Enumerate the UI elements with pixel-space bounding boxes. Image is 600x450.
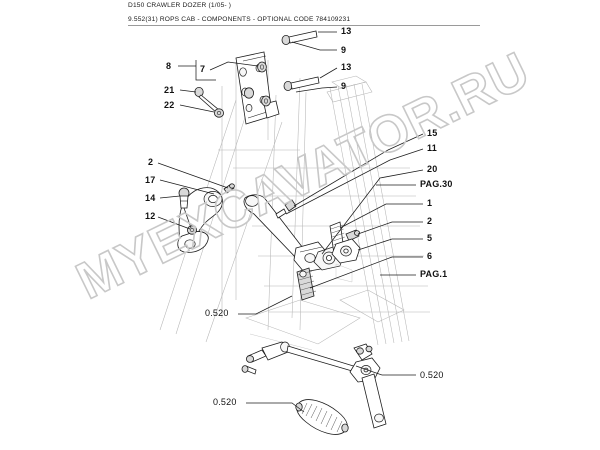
callout-7: 7 <box>200 64 206 74</box>
clip-part-5 <box>331 238 361 264</box>
callout-1: 1 <box>427 198 433 208</box>
leader-lines <box>157 31 424 413</box>
callout-pag-30: PAG.30 <box>420 179 453 189</box>
nut-12 <box>186 225 197 235</box>
dimension-0520-right: 0.520 <box>420 370 444 380</box>
callout-13-lower: 13 <box>341 62 352 72</box>
callout-17: 17 <box>145 175 156 185</box>
callout-14: 14 <box>145 193 156 203</box>
bolt-17 <box>223 183 235 194</box>
callout-15: 15 <box>427 128 438 138</box>
callout-13-upper: 13 <box>341 26 352 36</box>
bracket-part-6 <box>296 267 317 301</box>
bolt-21 <box>194 87 220 114</box>
callout-8: 8 <box>166 61 172 71</box>
dimension-0520-mid: 0.520 <box>205 308 229 318</box>
bolt-bottom-left <box>241 365 257 375</box>
callout-12: 12 <box>145 211 156 221</box>
section-title: 9.552(31) ROPS CAB - COMPONENTS - OPTION… <box>128 16 351 23</box>
machine-title: D150 CRAWLER DOZER (1/05- ) <box>128 2 232 9</box>
callout-22: 22 <box>164 100 175 110</box>
coil-spring-bottom <box>295 399 349 435</box>
rod-turnbuckle-assembly <box>245 341 387 429</box>
callout-11: 11 <box>427 143 437 153</box>
callout-pag-1: PAG.1 <box>420 269 448 279</box>
callout-2-right: 2 <box>427 216 433 226</box>
bolt-13-lower <box>283 76 320 92</box>
header-divider <box>128 25 480 26</box>
washer-9-lower <box>261 95 271 107</box>
washer-9-upper <box>257 61 267 73</box>
callout-20: 20 <box>427 164 438 174</box>
dimension-0520-bottom: 0.520 <box>213 397 237 407</box>
callout-21: 21 <box>164 85 175 95</box>
callout-5: 5 <box>427 233 433 243</box>
callout-2-left: 2 <box>148 157 154 167</box>
page-header: D150 CRAWLER DOZER (1/05- ) 9.552(31) RO… <box>128 2 488 23</box>
callout-6: 6 <box>427 251 433 261</box>
bracket-plate-assembly <box>235 51 280 125</box>
pin-14 <box>178 187 190 209</box>
pin-rod <box>183 207 192 229</box>
washer-22 <box>213 108 224 118</box>
bolt-13-upper <box>281 30 318 46</box>
callout-9-upper: 9 <box>341 45 347 55</box>
callout-9-lower: 9 <box>341 81 347 91</box>
